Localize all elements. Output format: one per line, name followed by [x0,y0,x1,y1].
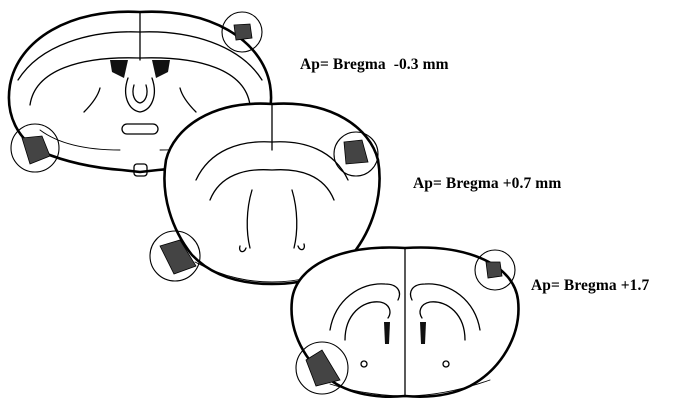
section-label-1: Ap= Bregma -0.3 mm [300,56,449,73]
section-label-3: Ap= Bregma +1.7 [531,277,649,294]
section-label-2: Ap= Bregma +0.7 mm [413,175,561,192]
brain-section-3 [292,248,519,397]
